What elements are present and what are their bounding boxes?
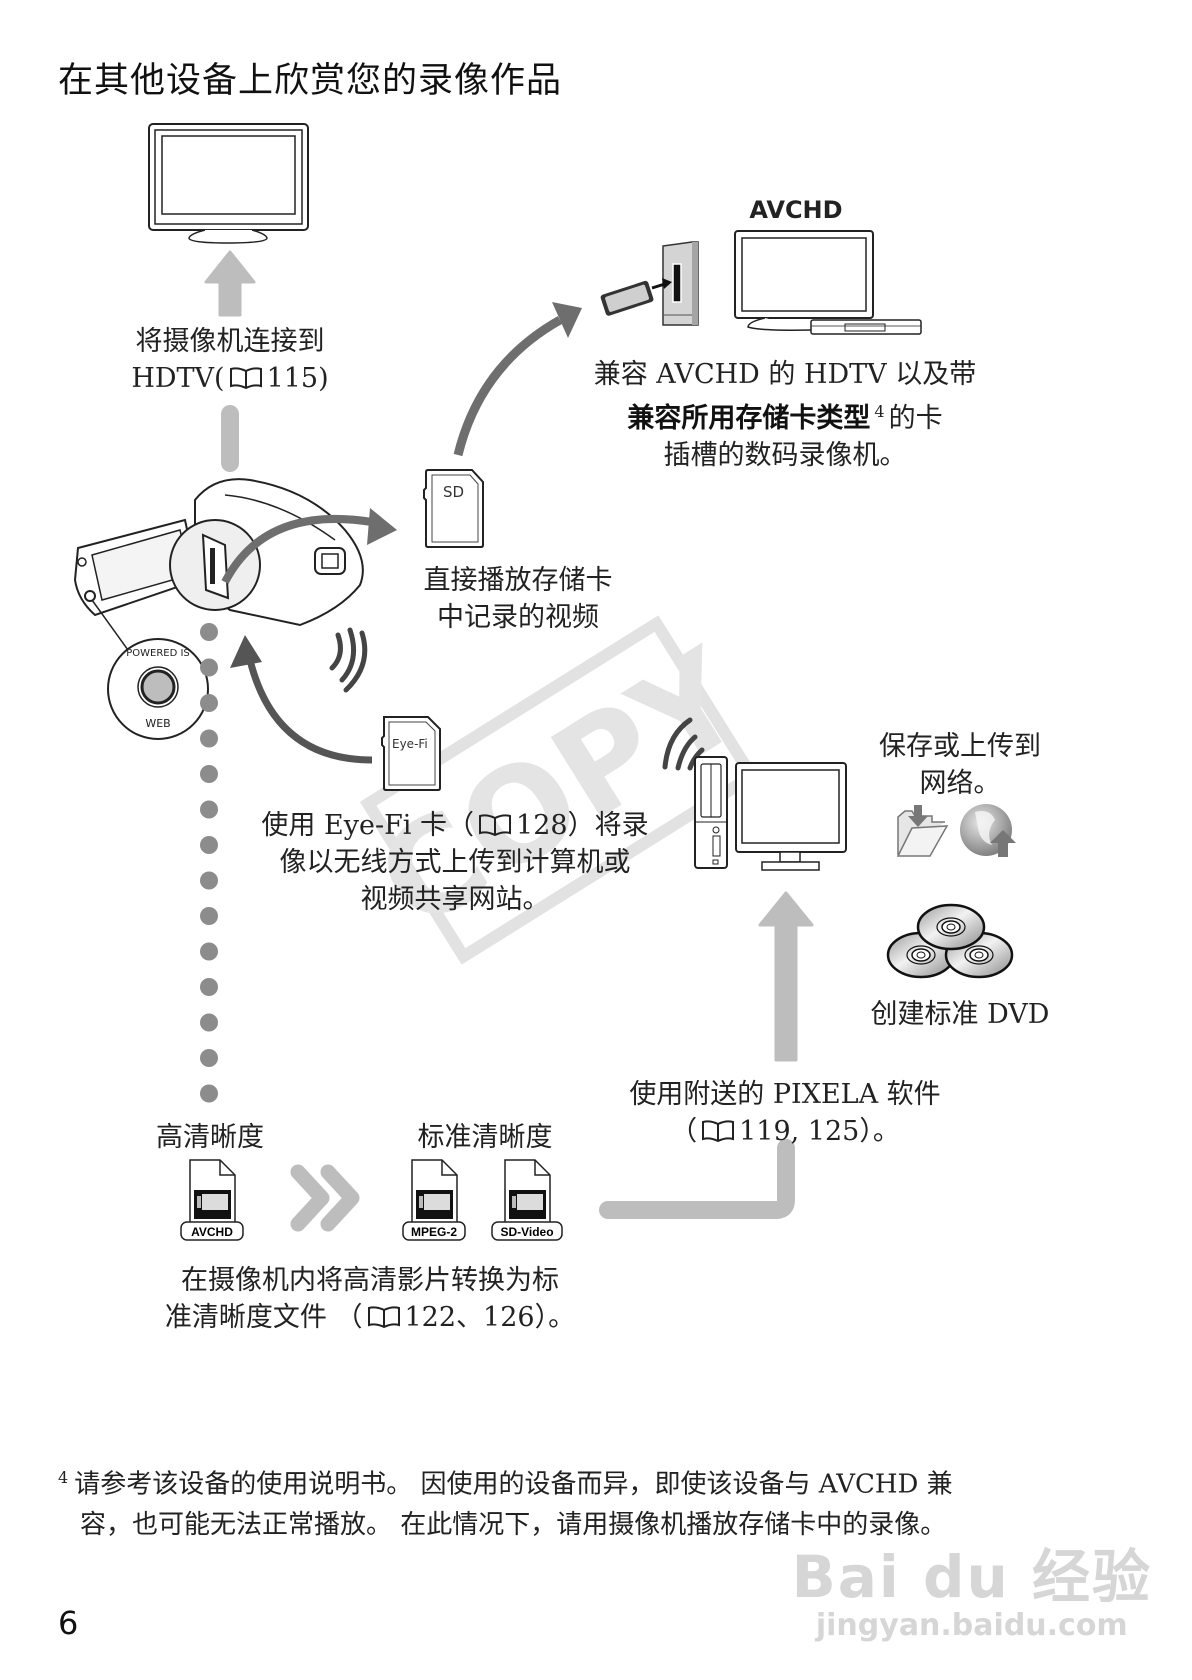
sd-card-caption: 直接播放存储卡 中记录的视频	[408, 562, 628, 636]
video-file-icons: AVCHD MPEG-2 SD-Video	[180, 1159, 563, 1241]
page-ref-link[interactable]: 115)	[266, 363, 329, 394]
folder-download-icon	[896, 805, 949, 857]
eyefi-caption-line1: 使用 Eye-Fi 卡（128）将录	[261, 810, 649, 841]
footnote-marker[interactable]: 4	[874, 402, 885, 421]
file-format-label: SD-Video	[500, 1225, 553, 1239]
svg-text:AVCHD: AVCHD	[749, 196, 842, 224]
svg-text:Eye-Fi: Eye-Fi	[392, 737, 428, 751]
arrow-eyefi-to-camera	[230, 635, 373, 764]
file-format-label: AVCHD	[191, 1225, 233, 1239]
connector-dot	[200, 978, 218, 996]
book-reference-icon	[701, 1119, 735, 1143]
connector-dot	[200, 1049, 218, 1067]
conversion-caption: 在摄像机内将高清影片转换为标 准清晰度文件 （122、126）。	[140, 1262, 600, 1336]
dvd-disc-top	[916, 903, 986, 951]
baidu-watermark: Bai du 经验 jingyan.baidu.com	[792, 1530, 1152, 1643]
globe-upload-icon	[960, 804, 1016, 857]
hdtv-caption-line2: HDTV(115)	[131, 363, 329, 394]
file-format-label: MPEG-2	[411, 1225, 457, 1239]
arrow-camera-to-sd	[221, 508, 397, 584]
pixela-caption-line2: （119, 125）。	[670, 1116, 900, 1147]
svg-text:SD: SD	[443, 483, 464, 501]
sd-definition-label: 标准清晰度	[417, 1122, 553, 1153]
connector-dot	[200, 871, 218, 890]
compatible-card-type-emphasis: 兼容所用存储卡类型	[627, 403, 871, 434]
connector-dot	[200, 1084, 218, 1103]
eyefi-card-icon: Eye-Fi	[381, 716, 441, 791]
page-ref-link[interactable]: 119, 125）。	[739, 1116, 900, 1147]
pixela-caption-line1: 使用附送的 PIXELA 软件	[629, 1079, 941, 1110]
watermark-brand: Bai du 经验	[791, 1543, 1152, 1611]
conversion-caption-line2: 准清晰度文件 （122、126）。	[164, 1302, 576, 1333]
pixela-caption: 使用附送的 PIXELA 软件 （119, 125）。	[615, 1076, 955, 1150]
hd-label: 高清晰度	[156, 1122, 264, 1153]
convert-chevrons-icon	[290, 1164, 360, 1232]
eyefi-caption-line3: 视频共享网站。	[360, 884, 550, 915]
avchd-caption-line3: 插槽的数码录像机。	[663, 440, 907, 471]
watermark-url: jingyan.baidu.com	[815, 1608, 1128, 1643]
page-ref-link[interactable]: 128）将录	[516, 810, 649, 841]
hdtv-caption-line1: 将摄像机连接到	[135, 326, 325, 357]
save-upload-caption: 保存或上传到 网络。	[860, 728, 1060, 802]
arrow-up-to-computer	[599, 891, 814, 1219]
arrow-sd-to-avchd	[453, 302, 582, 457]
eyefi-caption-line2: 像以无线方式上传到计算机或	[279, 847, 631, 878]
dotted-connector	[200, 623, 218, 1103]
svg-text:POWERED IS: POWERED IS	[126, 648, 190, 659]
avchd-logo: AVCHD	[749, 196, 842, 224]
page-ref-link[interactable]: 122、126）。	[404, 1302, 576, 1333]
hdtv-caption: 将摄像机连接到 HDTV(115)	[110, 323, 350, 397]
eyefi-caption: 使用 Eye-Fi 卡（128）将录 像以无线方式上传到计算机或 视频共享网站。	[230, 807, 680, 918]
video-file-icon-sd-video: SD-Video	[491, 1159, 563, 1241]
connector-dot	[200, 942, 218, 961]
book-reference-icon	[478, 813, 512, 837]
computer-tower-icon	[694, 756, 728, 869]
video-file-icon-avchd: AVCHD	[180, 1159, 244, 1241]
save-caption-line2: 网络。	[919, 768, 1001, 799]
wifi-signal-icon	[329, 627, 368, 693]
connector-dot	[200, 1013, 218, 1032]
conversion-caption-line1: 在摄像机内将高清影片转换为标	[181, 1265, 559, 1296]
dvd-caption: 创建标准 DVD	[870, 999, 1050, 1030]
sd-caption-line1: 直接播放存储卡	[423, 565, 613, 596]
hdtv-television-icon	[148, 123, 309, 244]
avchd-caption-line1: 兼容 AVCHD 的 HDTV 以及带	[593, 359, 977, 390]
camcorder-icon: POWERED IS WEB	[73, 478, 364, 740]
connector-dot	[200, 658, 218, 677]
page-number: 6	[58, 1604, 79, 1642]
connector-dot	[200, 623, 218, 641]
connector-dot	[200, 729, 218, 748]
svg-text:WEB: WEB	[145, 717, 170, 730]
connector-dot	[200, 907, 218, 925]
computer-monitor-icon	[735, 762, 847, 871]
connector-dot	[200, 800, 218, 819]
connector-dot	[200, 836, 218, 854]
footnote-line2: 容，也可能无法正常播放。 在此情况下，请用摄像机播放存储卡中的录像。	[80, 1509, 947, 1540]
video-file-icon-mpeg-2: MPEG-2	[402, 1159, 466, 1241]
book-reference-icon	[367, 1305, 401, 1329]
book-reference-icon	[229, 366, 263, 390]
arrow-up-to-hdtv	[204, 250, 256, 472]
save-caption-line1: 保存或上传到	[879, 731, 1041, 762]
connector-dot	[200, 694, 218, 712]
connector-dot	[200, 765, 218, 783]
card-slot-device-icon	[600, 241, 699, 326]
avchd-hdtv-icon	[734, 230, 922, 335]
dvd-discs-icon	[886, 903, 1014, 979]
sd-card-icon: SD	[423, 469, 484, 548]
sd-caption-line2: 中记录的视频	[437, 602, 599, 633]
page-title: 在其他设备上欣赏您的录像作品	[58, 61, 563, 101]
